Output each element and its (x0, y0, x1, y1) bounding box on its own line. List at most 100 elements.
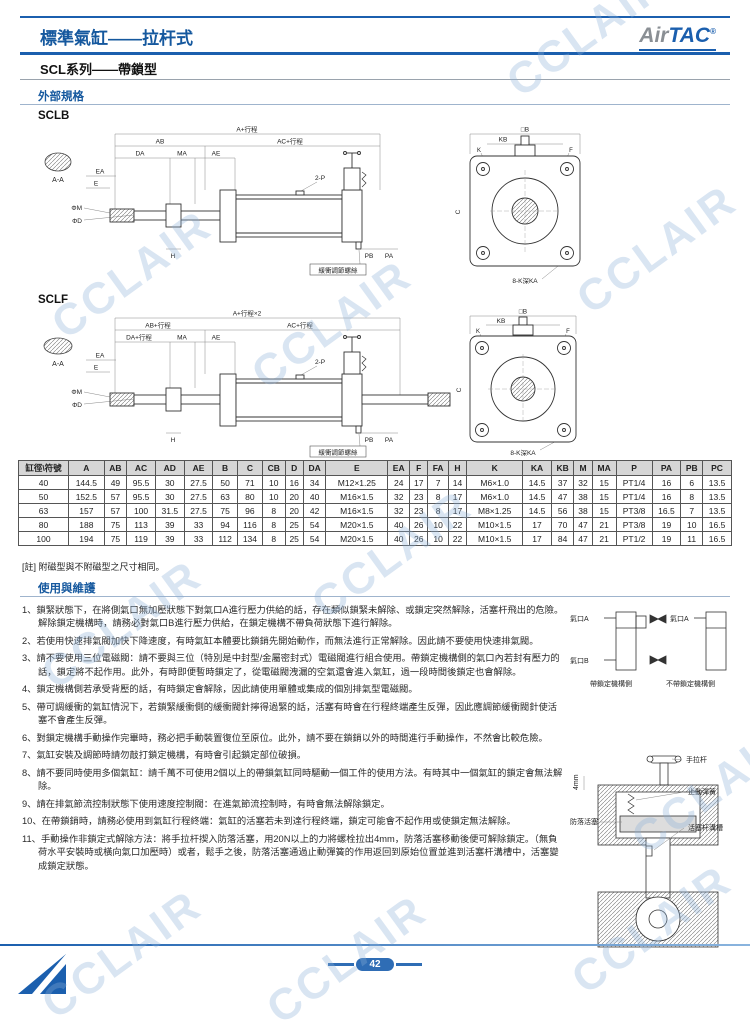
column-header: MA (591, 460, 617, 476)
dimension-value: PT3/8 (615, 517, 653, 532)
cushion-screw-label: 緩衝調節螺絲 (319, 448, 359, 457)
dim-label: F (569, 148, 573, 154)
sclf-front-view: □B KB K F C 8-K深KA (456, 309, 577, 457)
usage-item: 3、請不要使用三位電磁閥：請不要與三位（特別是中封型/金屬密封式）電磁閥進行組合… (22, 653, 560, 677)
dim-label: KB (499, 137, 508, 144)
dim-label: PA (385, 437, 394, 444)
dim-label: E (94, 181, 99, 188)
port-b-label: 氣口B (570, 656, 589, 665)
dimension-value: M10×1.5 (466, 517, 524, 532)
pull-rod-label: 手拉杆 (686, 755, 707, 764)
logo-air: Air (639, 24, 669, 47)
column-header: PB (680, 460, 704, 476)
column-header: D (284, 460, 304, 476)
top-rule (20, 16, 730, 18)
column-header: E (325, 460, 389, 476)
usage-item: 6、對鎖定機構手動操作完畢時，務必把手動裝置復位至原位。此外，請不要在鎖銷以外的… (22, 732, 548, 743)
rod-groove-label: 活塞杆溝槽 (688, 823, 723, 832)
port-a-label: 氣口A (570, 614, 589, 623)
dimension-value: 75 (103, 517, 128, 532)
dimension-value: 30 (154, 475, 185, 490)
dimension-value: 194 (68, 531, 105, 546)
dimension-value: 14.5 (522, 503, 552, 518)
dimension-value: M10×1.5 (466, 531, 524, 546)
sclf-section-marker: A-A (43, 337, 73, 368)
dimension-value: 40 (387, 517, 411, 532)
dimension-value: M20×1.5 (325, 517, 389, 532)
dimension-value: 40 (387, 531, 411, 546)
dimension-value: M16×1.5 (325, 489, 389, 504)
dimension-value: 8 (262, 531, 286, 546)
sclb-dimension-lines (83, 133, 398, 265)
usage-item: 4、鎖定機構側若承受背壓的話，有時鎖定會解除，因此請使用單體或集成的個別排氣型電… (22, 684, 418, 695)
dimension-value: 25 (284, 517, 304, 532)
lock-mechanism-diagram: 4mm 手拉杆 止動彈簧 活塞杆溝槽 防落活塞 (570, 755, 723, 948)
port-label: 2-P (315, 175, 325, 182)
dim-label: K (476, 329, 480, 335)
sclf-cushion-note: 緩衝調節螺絲 (309, 445, 367, 458)
dimension-value: 75 (103, 531, 128, 546)
column-header: AC (126, 460, 156, 476)
column-header: KA (522, 460, 552, 476)
usage-item: 2、若使用快速排氣閥加快下降速度，有時氣缸本體要比鎖銷先開始動作，而無法進行正常… (22, 635, 539, 646)
dim-label: □B (521, 127, 529, 134)
dim-label: AC+行程 (287, 321, 313, 330)
usage-item: 1、鎖緊狀態下，在將側氣口無加壓狀態下對氣口A進行壓力供給的話，存在類似鎖緊未解… (22, 605, 564, 629)
dim-label: DA+行程 (126, 333, 152, 342)
dimension-value: 10 (427, 517, 449, 532)
dim-label: C (456, 387, 463, 392)
dimension-value: 70 (550, 517, 575, 532)
column-header: AE (183, 460, 214, 476)
column-header: B (212, 460, 238, 476)
page-number-rule-left (328, 963, 355, 966)
dimension-value: 38 (573, 503, 593, 518)
dimension-value: 8 (427, 503, 449, 518)
dimension-value: 23 (409, 503, 429, 518)
dim-label: AB+行程 (145, 321, 171, 330)
logo-tac: TAC (668, 24, 711, 47)
dimension-value: 54 (302, 531, 327, 546)
dimension-value: 40 (302, 489, 327, 504)
dimension-value: 96 (236, 503, 264, 518)
dimension-value: 63 (212, 489, 238, 504)
dimension-value: PT1/4 (615, 475, 653, 490)
dimension-value: 112 (212, 531, 238, 546)
dimension-value: 50 (212, 475, 238, 490)
dim-label: EA (96, 169, 105, 176)
dimension-value: 57 (103, 489, 128, 504)
dim-label: AE (212, 335, 221, 342)
dimension-value: 7 (680, 503, 704, 518)
usage-item: 8、請不要同時使用多個氣缸：請千萬不可使用2個以上的帶鎖氣缸同時驅動一個工件的使… (22, 767, 563, 792)
dimension-value: 31.5 (154, 503, 185, 518)
sclb-section-marker: A-A (44, 152, 72, 184)
dimension-value: 17 (447, 489, 468, 504)
dimension-value: 19 (651, 517, 682, 532)
dimension-value: 80 (236, 489, 264, 504)
dimension-value: 27.5 (183, 503, 214, 518)
dimension-value: 22 (447, 517, 468, 532)
dimension-value: 20 (284, 503, 304, 518)
dimension-value: 7 (427, 475, 449, 490)
section-label: A-A (52, 177, 64, 184)
dimension-value: 47 (550, 489, 575, 504)
dimension-value: 17 (409, 475, 429, 490)
bore-size: 80 (18, 517, 69, 532)
dim-label: 8-K深KA (512, 276, 538, 285)
dimension-value: 19 (651, 531, 682, 546)
dimension-value: 21 (591, 517, 617, 532)
dimension-value: 32 (387, 489, 411, 504)
usage-item: 10、在帶鎖銷時，請務必使用到氣缸行程終端：氣缸的活塞若未到達行程終端，鎖定可能… (22, 816, 516, 827)
column-header: FA (427, 460, 449, 476)
column-header: H (447, 460, 468, 476)
dimension-value: 26 (409, 517, 429, 532)
anti-drop-piston-label: 防落活塞 (570, 817, 598, 826)
section-label: A-A (52, 361, 64, 368)
dimension-value: 10 (680, 517, 704, 532)
sclb-body (109, 151, 367, 250)
dimension-value: 42 (302, 503, 327, 518)
dim-label: K (477, 148, 481, 154)
dimension-value: 39 (154, 531, 185, 546)
dim-label: □B (519, 309, 527, 316)
